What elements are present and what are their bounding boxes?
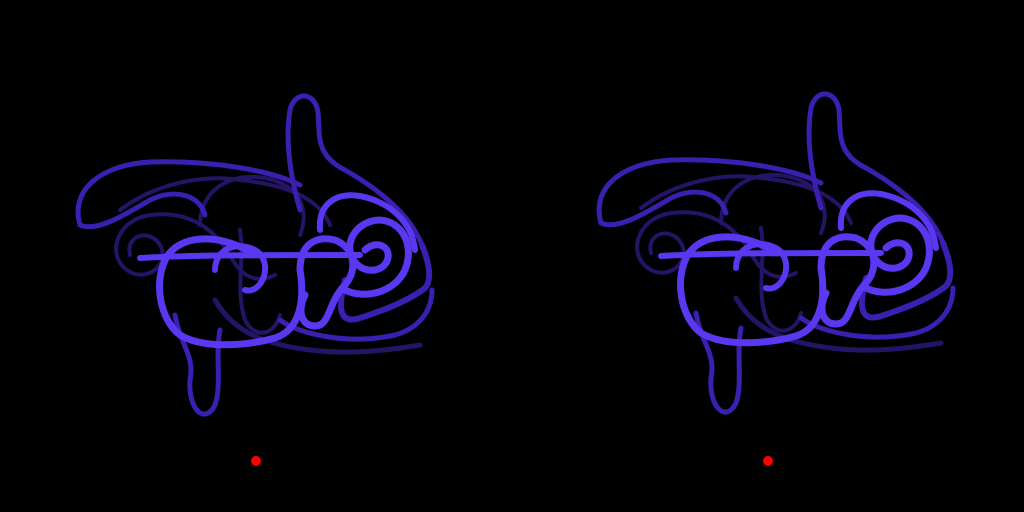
knot-strand-mid xyxy=(806,91,946,246)
knot-strand-mid xyxy=(75,159,303,228)
knot-strand-front xyxy=(677,233,827,347)
knot-strand-front xyxy=(817,233,878,328)
knot-strand-front xyxy=(341,216,412,298)
left-eye-view xyxy=(75,93,435,466)
knot-strand-mid xyxy=(172,312,223,417)
tube-knot xyxy=(596,91,956,415)
knot-strand-back xyxy=(733,295,944,353)
red-dot-icon xyxy=(251,456,261,466)
knot-strand-front xyxy=(658,250,884,259)
knot-render-right xyxy=(596,91,956,466)
knot-strand-mid xyxy=(798,285,956,340)
tube-knot xyxy=(75,93,435,417)
knot-strand-back xyxy=(198,174,306,237)
knot-strand-front xyxy=(862,214,933,296)
knot-strand-back xyxy=(639,174,853,225)
knot-strand-mid xyxy=(596,157,824,226)
knot-strand-front xyxy=(733,241,790,292)
knot-render-left xyxy=(75,93,435,466)
knot-strand-mid xyxy=(77,191,208,230)
knot-strand-front xyxy=(156,235,306,349)
knot-strand-mid xyxy=(693,310,744,415)
knot-strand-mid xyxy=(598,189,729,228)
knot-strand-front xyxy=(316,192,418,253)
knot-strand-back xyxy=(212,297,423,355)
knot-strand-mid xyxy=(858,240,954,321)
right-eye-view xyxy=(512,0,1024,512)
knot-strand-front xyxy=(296,235,357,330)
knot-strand-mid xyxy=(277,287,435,342)
knot-strand-front xyxy=(137,252,363,261)
knot-strand-mid xyxy=(285,93,425,248)
red-dot-icon xyxy=(763,456,773,466)
knot-strand-front xyxy=(212,243,269,294)
knot-strand-mid xyxy=(337,242,433,323)
knot-strand-front xyxy=(837,190,939,251)
knot-strand-back xyxy=(719,172,827,235)
knot-strand-back xyxy=(118,176,332,227)
